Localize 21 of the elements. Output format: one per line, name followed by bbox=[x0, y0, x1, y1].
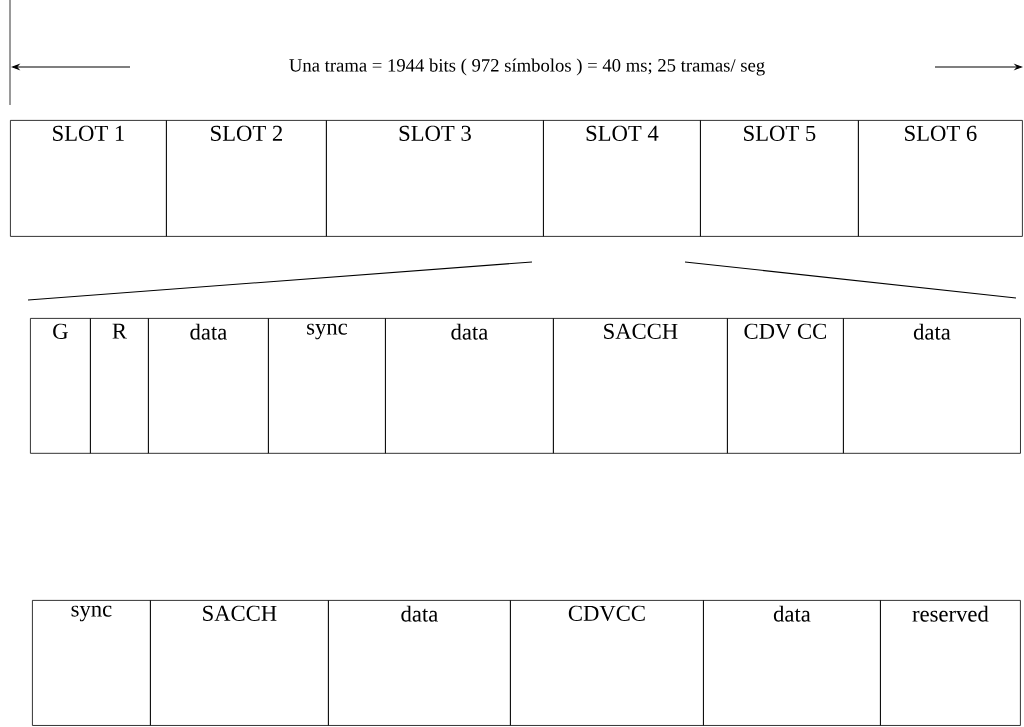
field-box: G bbox=[30, 318, 91, 454]
slot-box: SLOT 5 bbox=[700, 120, 859, 237]
field-box: SACCH bbox=[553, 318, 728, 454]
field-box: reserved bbox=[880, 600, 1021, 726]
field-box: data bbox=[385, 318, 554, 454]
slot-box: SLOT 4 bbox=[543, 120, 701, 237]
field-box: CDVCC bbox=[510, 600, 704, 726]
field-box: sync bbox=[268, 318, 386, 454]
field-box: data bbox=[703, 600, 881, 726]
field-box: data bbox=[843, 318, 1021, 454]
slot-box: SLOT 2 bbox=[166, 120, 327, 237]
field-box: SACCH bbox=[150, 600, 329, 726]
field-box: R bbox=[90, 318, 149, 454]
field-box: sync bbox=[32, 600, 151, 726]
field-box: data bbox=[148, 318, 269, 454]
field-box: CDV CC bbox=[727, 318, 844, 454]
slot-box: SLOT 1 bbox=[10, 120, 167, 237]
dimension-label: Una trama = 1944 bits ( 972 símbolos ) = 40 ms; 25 tramas/ seg bbox=[289, 58, 765, 76]
slot-box: SLOT 3 bbox=[326, 120, 544, 237]
field-box: data bbox=[328, 600, 511, 726]
slot-box: SLOT 6 bbox=[858, 120, 1023, 237]
